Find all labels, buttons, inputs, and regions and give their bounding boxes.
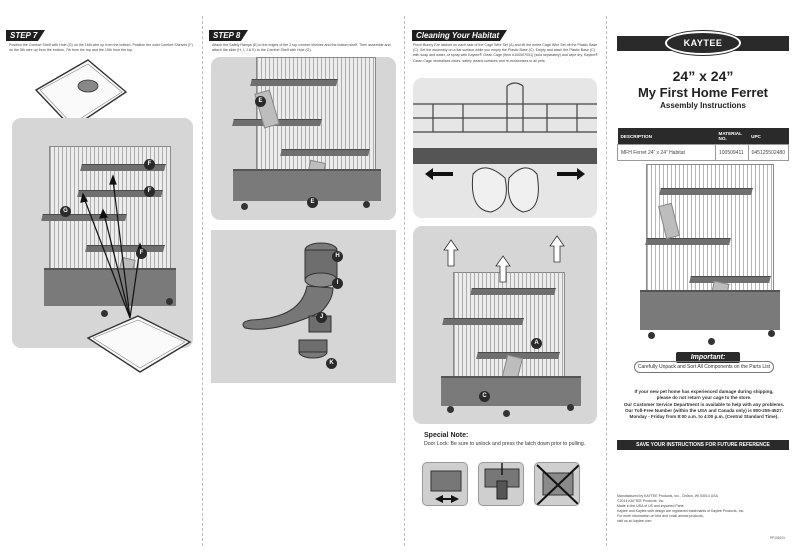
- cleaning-heading: Cleaning Your Habitat: [412, 30, 507, 41]
- important-text: Carefully Unpack and Sort All Components…: [634, 361, 774, 373]
- table-header: DESCRIPTION: [617, 128, 716, 145]
- footer-line: Made in the USA of US and imported Parts: [617, 504, 684, 508]
- special-note-text: Door Lock: Be sure to unlock and press t…: [424, 441, 586, 447]
- step8-heading: STEP 8: [209, 30, 248, 41]
- step8-callout: E: [255, 96, 266, 107]
- latch-closeup-panel: [413, 78, 597, 218]
- footer-line: Manufactured by KAYTEE Products, Inc., C…: [617, 494, 718, 498]
- notice-line: Monday - Friday from 8:00 a.m. to 4:00 p…: [629, 414, 779, 420]
- caster-wheel: [648, 332, 655, 339]
- column-divider: [606, 16, 607, 546]
- product-name: My First Home Ferret: [637, 85, 769, 100]
- caster-wheel: [363, 201, 370, 208]
- plastic-base: [44, 268, 176, 306]
- document-subtitle: Assembly Instructions: [660, 101, 746, 110]
- cleaning-callout: C: [479, 391, 490, 402]
- table-cell: 045125502480: [747, 144, 790, 161]
- notice-line: please do not return your cage to the st…: [656, 395, 752, 401]
- plastic-base: [640, 290, 780, 330]
- step8-cage-panel: E E: [211, 57, 396, 220]
- step8-callout: I: [332, 278, 343, 289]
- step8-callout: K: [326, 358, 337, 369]
- product-size: 24” x 24”: [672, 68, 734, 84]
- notice-line: Our Toll-Free Number (within the USA and…: [624, 407, 783, 413]
- step8-callout: E: [307, 197, 318, 208]
- step8-text: Attach the Safety Ramps (E) to the edges…: [212, 43, 391, 53]
- caster-wheel: [567, 404, 574, 411]
- kaytee-logo: KAYTEE: [665, 31, 741, 55]
- manufacturer-footer: Manufactured by KAYTEE Products, Inc., C…: [617, 494, 789, 524]
- column-divider: [404, 16, 405, 546]
- caster-wheel: [447, 406, 454, 413]
- shelf-with-hole-illustration: [34, 59, 128, 129]
- notice-line: If your new pet home has experienced dam…: [634, 389, 774, 394]
- step8-slide-panel: H I J K: [211, 230, 396, 383]
- cleaning-text: Pinch Bunny Ear latches on each side of …: [413, 43, 598, 63]
- step7-text: Position the Comfort Shelf with Hole (G)…: [9, 43, 193, 53]
- important-heading: Important:: [676, 352, 740, 363]
- table-cell: MFH Ferret 24” x 24” Habitat: [617, 144, 716, 161]
- plastic-base: [233, 169, 381, 201]
- step7-callout: F: [144, 186, 155, 197]
- comfort-shelf: [645, 238, 731, 245]
- footer-line: visit us at: kaytee.com: [617, 519, 652, 523]
- special-note-title: Special Note:: [424, 432, 469, 439]
- table-row: MFH Ferret 24” x 24” Habitat 100509411 0…: [617, 144, 790, 161]
- caster-wheel: [708, 338, 715, 345]
- caster-wheel: [768, 330, 775, 337]
- caster-wheel: [166, 298, 173, 305]
- door-lock-step-2: [478, 462, 524, 506]
- step7-heading: STEP 7: [6, 30, 45, 41]
- lift-cage-panel: A C: [413, 226, 597, 424]
- comfort-shelf: [659, 188, 753, 195]
- table-header: UPC: [748, 128, 789, 145]
- footer-line: For more information on bird and small a…: [617, 514, 704, 518]
- table-header: MATERIAL NO.: [715, 128, 749, 145]
- step7-callout: F: [136, 248, 147, 259]
- footer-line: Kaytee and Kaytee with design are regist…: [617, 509, 745, 513]
- notice-line: Our Customer Service Department is avail…: [623, 401, 785, 407]
- lift-arrows: [443, 235, 565, 283]
- cleaning-callout: A: [531, 338, 542, 349]
- step8-callout: J: [316, 312, 327, 323]
- table-cell: 100509411: [715, 144, 749, 161]
- footer-line: ©2014 KAYTEE Products, Inc.: [617, 499, 665, 503]
- plastic-base: [441, 376, 581, 406]
- save-instructions-bar: SAVE YOUR INSTRUCTIONS FOR FUTURE REFERE…: [617, 440, 789, 450]
- step7-callout: F: [144, 159, 155, 170]
- product-table: DESCRIPTION MATERIAL NO. UPC MFH Ferret …: [617, 128, 790, 161]
- step8-callout: H: [332, 251, 343, 262]
- comfort-shelf: [280, 149, 370, 156]
- caster-wheel: [101, 310, 108, 317]
- door-lock-step-3: [534, 462, 580, 506]
- step7-callout: G: [60, 206, 71, 217]
- door-lock-step-1: [422, 462, 468, 506]
- slide-parts-illustration: [242, 242, 338, 359]
- comfort-shelf: [250, 79, 338, 86]
- caster-wheel: [503, 410, 510, 417]
- bottom-shelf-illustration: [86, 315, 192, 373]
- caster-wheel: [241, 203, 248, 210]
- latch-closeup-illustration: [413, 82, 597, 213]
- step7-panel: F F G F: [12, 118, 193, 348]
- shipping-damage-notice: If your new pet home has experienced dam…: [614, 389, 794, 420]
- column-divider: [202, 16, 203, 546]
- comfort-shelf: [689, 276, 771, 283]
- cover-cage-illustration: [640, 164, 780, 348]
- document-code: PP10621V: [770, 536, 786, 540]
